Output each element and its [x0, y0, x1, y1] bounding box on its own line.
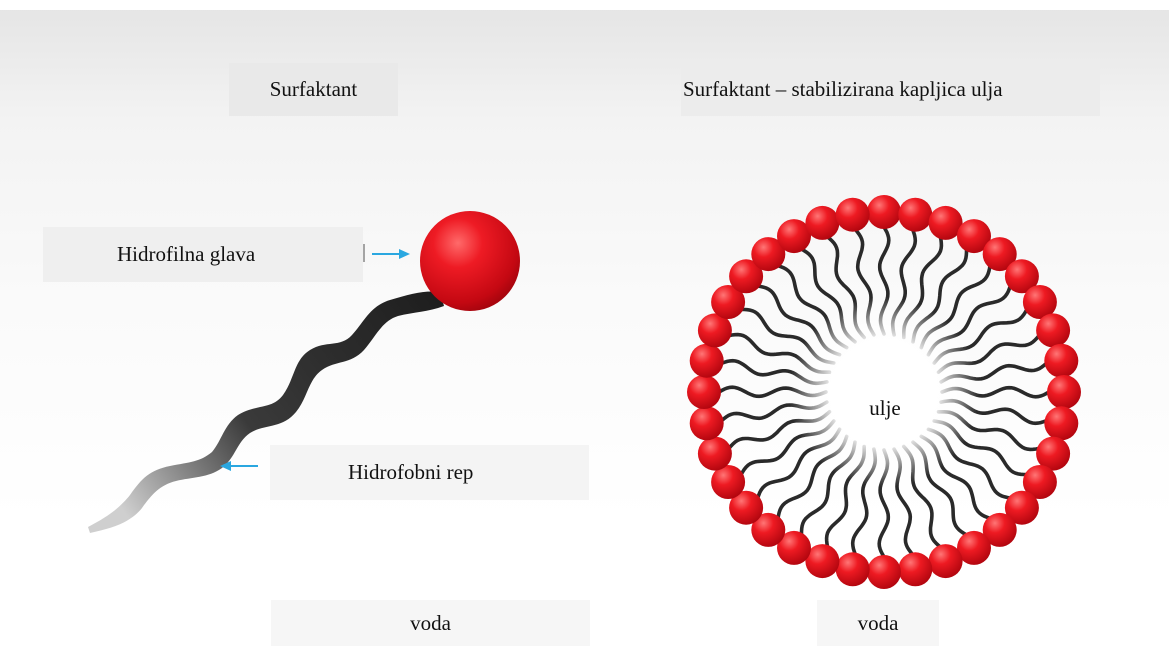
micelle-head: [898, 552, 932, 586]
micelle-head: [1047, 375, 1081, 409]
water-label-left: voda: [271, 600, 590, 646]
hydrophilic-head-label: Hidrofilna glava: [43, 227, 363, 282]
micelle-head: [1044, 344, 1078, 378]
oil-label: ulje: [836, 384, 934, 432]
micelle-head: [687, 375, 721, 409]
micelle-head: [836, 198, 870, 232]
micelle-head: [698, 437, 732, 471]
surfactant-title: Surfaktant: [229, 63, 398, 116]
micelle-head: [1036, 313, 1070, 347]
hydrophilic-head-sphere: [420, 211, 520, 311]
arrow-to-head: [364, 244, 410, 262]
micelle-head: [1044, 406, 1078, 440]
stabilized-droplet-title: Surfaktant – stabilizirana kapljica ulja: [681, 63, 1100, 116]
micelle-head: [867, 195, 901, 229]
micelle-head: [690, 344, 724, 378]
micelle-head: [929, 544, 963, 578]
micelle-head: [898, 198, 932, 232]
water-label-right: voda: [817, 600, 939, 646]
micelle-head: [805, 206, 839, 240]
micelle-head: [836, 552, 870, 586]
micelle-head: [867, 555, 901, 589]
hydrophobic-tail-label: Hidrofobni rep: [270, 445, 589, 500]
micelle-head: [690, 406, 724, 440]
